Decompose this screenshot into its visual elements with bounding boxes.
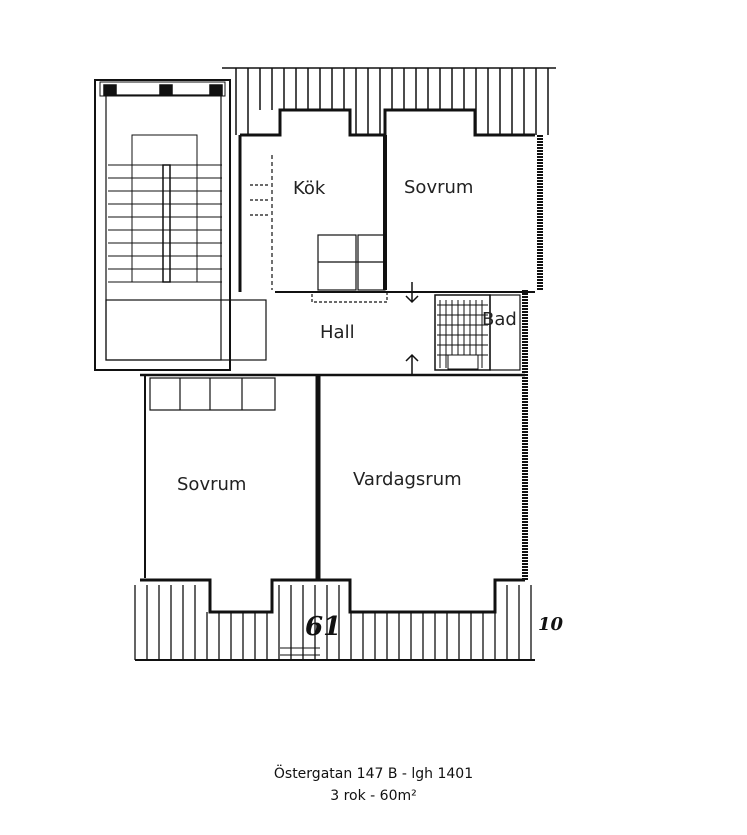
caption-address: Östergatan 147 B - lgh 1401 bbox=[273, 766, 474, 782]
bathroom bbox=[434, 294, 521, 371]
room-label-sovrum-top: Sovrum bbox=[404, 177, 474, 198]
caption-summary: 3 rok - 60m² bbox=[330, 788, 417, 804]
room-label-sovrum-bottom: Sovrum bbox=[177, 474, 247, 495]
annotation-number-10: 10 bbox=[538, 614, 564, 635]
top-balcony-hatch bbox=[222, 67, 556, 135]
kitchen-cabinets bbox=[250, 155, 388, 303]
apartment-walls bbox=[140, 108, 543, 614]
room-label-bad: Bad bbox=[482, 309, 517, 330]
room-label-hall: Hall bbox=[320, 322, 355, 343]
room-label-kok: Kök bbox=[293, 178, 326, 199]
room-label-vardagsrum: Vardagsrum bbox=[353, 469, 462, 490]
annotation-number-61: 61 bbox=[305, 612, 342, 642]
stairwell bbox=[94, 79, 267, 371]
wardrobes bbox=[149, 377, 276, 411]
door-arrows bbox=[405, 282, 419, 375]
bottom-balcony-hatch bbox=[134, 585, 535, 661]
floor-plan-drawing: Kök Sovrum Hall Bad Sovrum Vardagsrum 61… bbox=[94, 67, 564, 661]
floor-plan-svg bbox=[94, 67, 556, 661]
